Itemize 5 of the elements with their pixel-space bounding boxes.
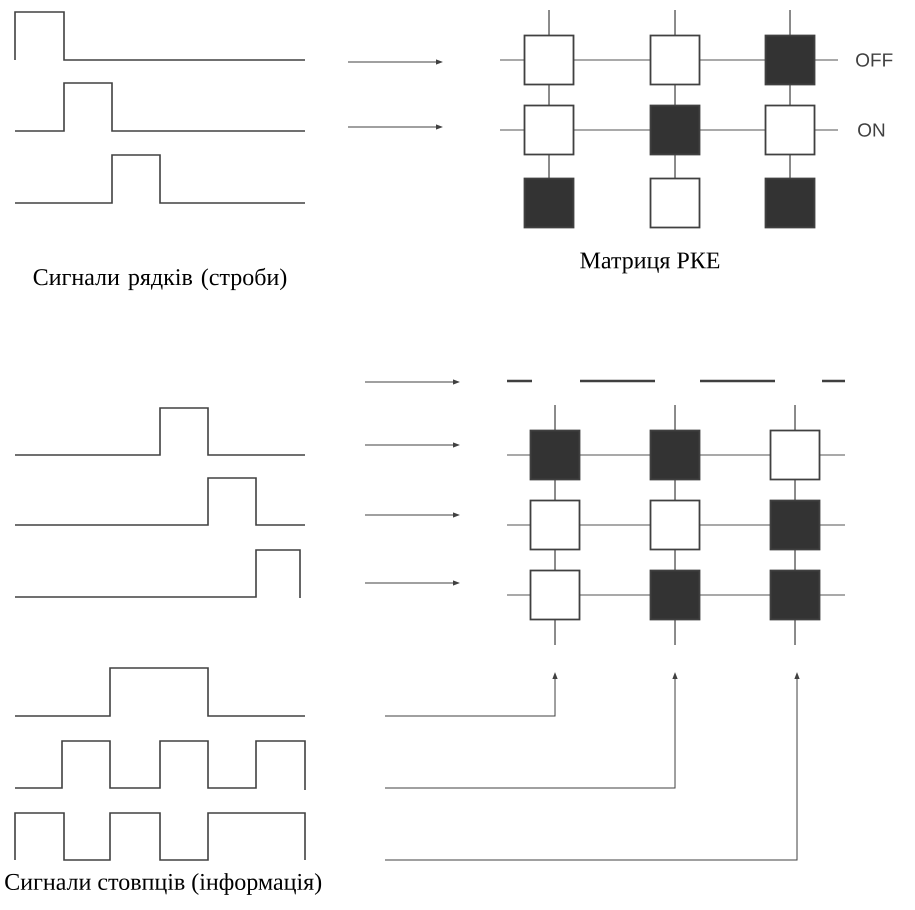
state-label: OFF: [856, 53, 892, 67]
caption: Сигнали рядків (строби): [34, 268, 286, 290]
caption: Матриця РКЕ: [580, 252, 720, 274]
caption: Сигнали стовпців (інформація): [5, 873, 322, 895]
state-label: ON: [858, 123, 884, 137]
